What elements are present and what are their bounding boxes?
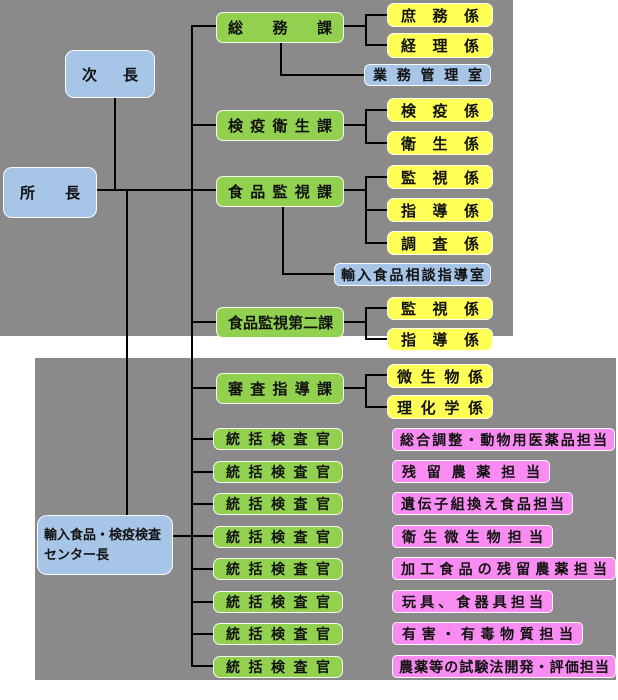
- box-duty-3: 遺伝子組換え食品担当: [392, 492, 573, 515]
- connector-line: [365, 374, 367, 408]
- box-duty-5: 加工食品の残留農薬担当: [392, 557, 616, 580]
- connector-line: [365, 338, 387, 340]
- connector-line: [191, 387, 216, 389]
- box-section-shidou: 指導係: [387, 198, 493, 222]
- connector-line: [191, 503, 213, 505]
- connector-line: [280, 74, 364, 76]
- box-dept-shokuhin-kanshi-2: 食品監視第二課: [216, 307, 344, 338]
- connector-line: [126, 190, 128, 516]
- box-duty-1: 総合調整・動物用医薬品担当: [392, 428, 615, 451]
- box-inspector-6: 統括検査官: [213, 591, 343, 613]
- box-duty-8: 農薬等の試験法開発・評価担当: [392, 655, 616, 678]
- connector-line: [191, 568, 213, 570]
- connector-line: [191, 601, 213, 603]
- box-director: 所長: [3, 167, 97, 218]
- box-section-rikagaku: 理化学係: [387, 395, 493, 419]
- connector-line: [344, 321, 366, 323]
- connector-line: [365, 109, 387, 111]
- box-office-gyomu-kanri: 業務管理室: [364, 64, 491, 86]
- center-head-label: 輸入食品・検疫検査 センター長: [44, 526, 162, 562]
- box-duty-6: 玩具、食器具担当: [392, 590, 553, 613]
- box-inspector-5: 統括検査官: [213, 558, 343, 580]
- box-section-keneki: 検疫係: [387, 98, 493, 122]
- connector-line: [191, 438, 213, 440]
- connector-line: [97, 189, 216, 191]
- connector-line: [191, 665, 213, 667]
- box-section-keiri: 経理係: [387, 33, 493, 58]
- connector-line: [365, 14, 387, 16]
- connector-line: [344, 124, 366, 126]
- connector-line: [344, 189, 366, 191]
- connector-line: [365, 142, 387, 144]
- connector-line: [191, 124, 216, 126]
- box-section-eisei: 衛生係: [387, 131, 493, 155]
- connector-line: [365, 307, 367, 340]
- connector-line: [282, 273, 334, 275]
- box-section-biseibutsu: 微生物係: [387, 364, 493, 388]
- box-duty-7: 有害・有毒物質担当: [392, 622, 583, 645]
- connector-line: [173, 535, 215, 537]
- connector-line: [191, 633, 213, 635]
- box-section-shomu: 庶務係: [387, 3, 493, 27]
- connector-line: [191, 471, 213, 473]
- connector-line: [191, 25, 216, 27]
- connector-line: [191, 26, 193, 667]
- connector-line: [365, 209, 387, 211]
- connector-line: [282, 207, 284, 275]
- box-dept-shinsa-shidou: 審査指導課: [216, 373, 344, 404]
- connector-line: [365, 374, 387, 376]
- box-section-chousa: 調査係: [387, 231, 493, 255]
- connector-line: [344, 387, 366, 389]
- connector-line: [365, 109, 367, 144]
- box-inspector-1: 統括検査官: [213, 428, 343, 450]
- box-deputy-director: 次長: [65, 50, 155, 98]
- box-inspector-7: 統括検査官: [213, 623, 343, 645]
- box-inspector-8: 統括検査官: [213, 656, 343, 678]
- box-dept-soumu: 総務課: [216, 12, 344, 43]
- box-duty-4: 衛生微生物担当: [392, 525, 553, 548]
- box-dept-shokuhin-kanshi: 食品監視課: [216, 176, 344, 207]
- box-dept-keneki-eisei: 検疫衛生課: [216, 110, 344, 141]
- connector-line: [365, 406, 387, 408]
- connector-line: [191, 321, 216, 323]
- connector-line: [344, 25, 366, 27]
- box-duty-2: 残留農薬担当: [392, 460, 550, 483]
- connector-line: [365, 14, 367, 46]
- connector-line: [365, 44, 387, 46]
- connector-line: [365, 242, 387, 244]
- box-inspector-4: 統括検査官: [213, 526, 343, 548]
- connector-line: [365, 307, 387, 309]
- connector-line: [365, 176, 387, 178]
- box-section-kanshi: 監視係: [387, 165, 493, 189]
- box-section-shidou-2: 指導係: [387, 328, 493, 351]
- chart-background: [0, 0, 367, 12]
- connector-line: [280, 43, 282, 76]
- box-inspector-2: 統括検査官: [213, 461, 343, 483]
- connector-line: [114, 98, 116, 191]
- box-section-kanshi-2: 監視係: [387, 297, 493, 320]
- box-inspector-3: 統括検査官: [213, 493, 343, 515]
- box-office-soudan-shidou: 輸入食品相談指導室: [334, 263, 491, 286]
- box-center-head: 輸入食品・検疫検査 センター長: [37, 515, 173, 575]
